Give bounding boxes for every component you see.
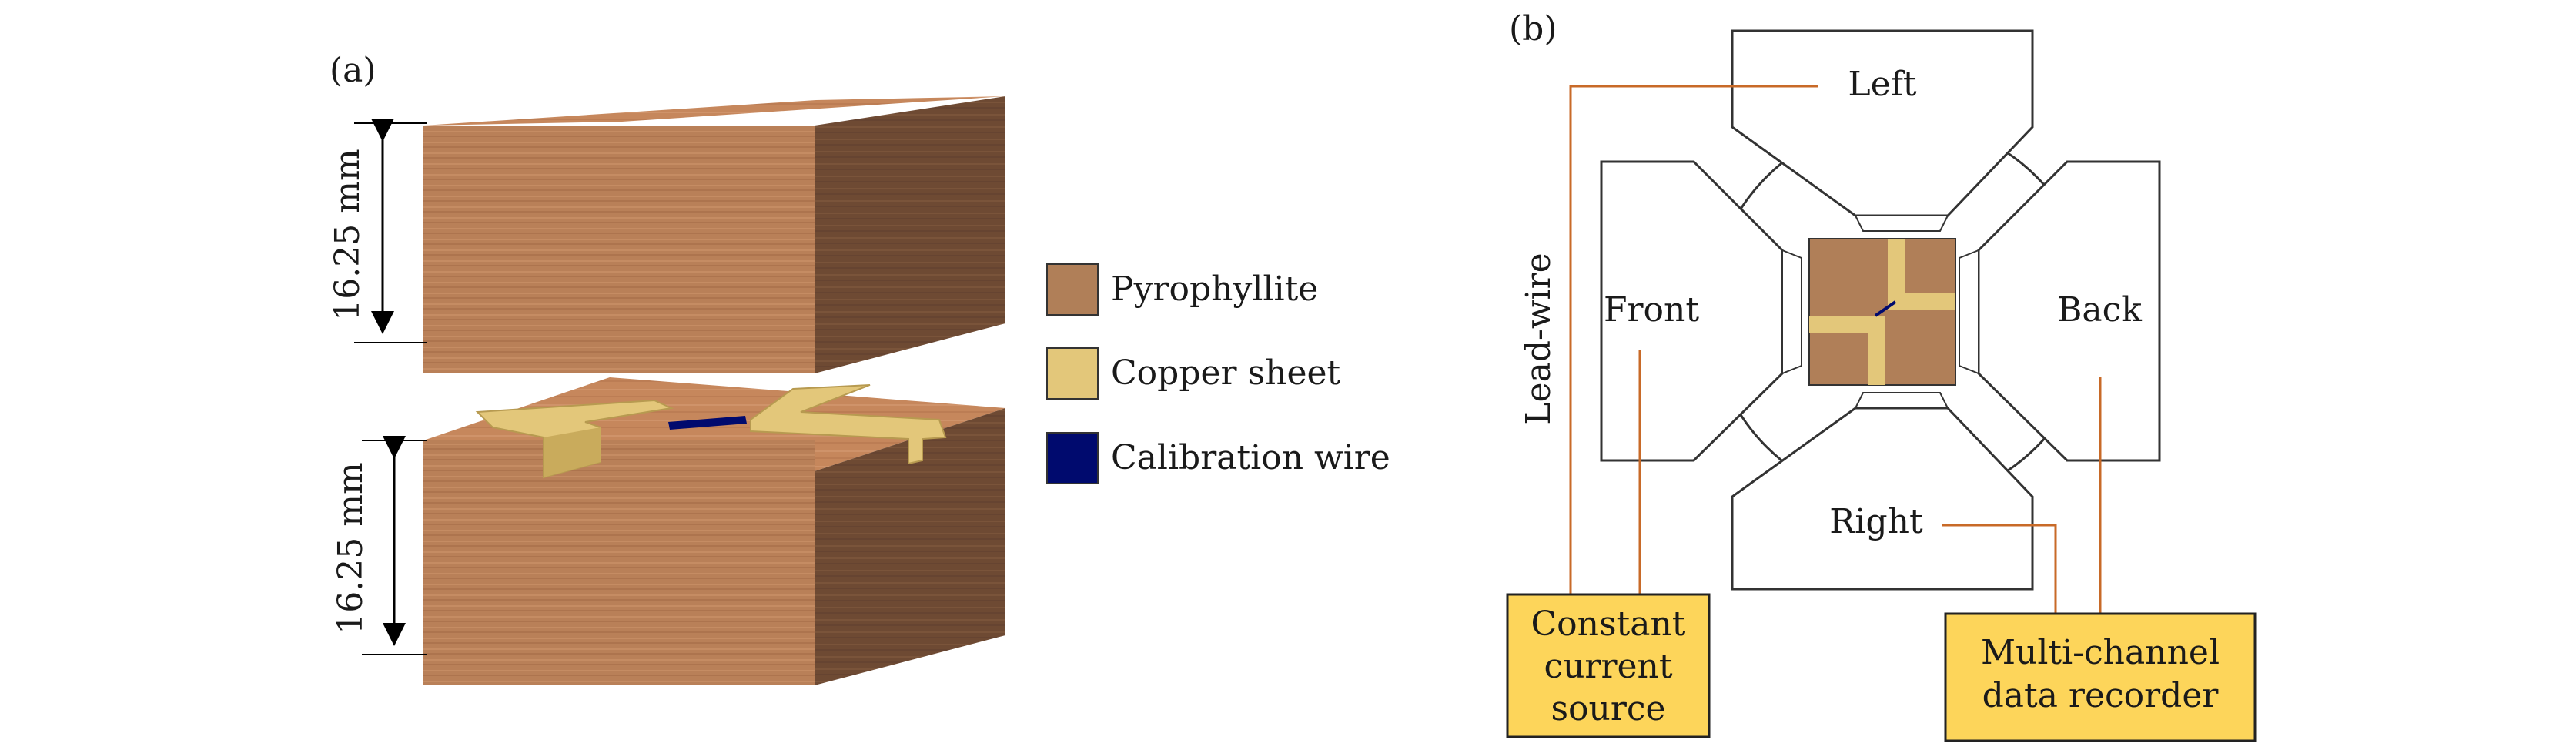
panel-b: (b) xyxy=(1506,9,2257,742)
top-block-top-face xyxy=(423,96,1005,126)
panel-b-label: (b) xyxy=(1509,9,1557,49)
bottom-dimension-label: 16.25 mm xyxy=(331,462,370,634)
legend-swatch-pyrophyllite xyxy=(1046,263,1099,316)
legend-swatch-copper xyxy=(1046,347,1099,400)
label-front: Front xyxy=(1604,290,1699,330)
data-recorder-box: Multi-channel data recorder xyxy=(1944,612,2257,742)
top-pyrophyllite-block xyxy=(423,96,1005,373)
label-right: Right xyxy=(1829,502,1923,541)
data-recorder-line-2: data recorder xyxy=(1982,676,2220,715)
panel-a-label: (a) xyxy=(330,51,376,90)
anvil-front xyxy=(1600,160,1802,462)
label-back: Back xyxy=(2057,290,2142,330)
legend-label-wire: Calibration wire xyxy=(1111,438,1390,477)
legend-label-pyrophyllite: Pyrophyllite xyxy=(1111,270,1318,309)
panel-a: (a) 16.25 mm xyxy=(328,51,1005,685)
current-source-line-1: Constant xyxy=(1531,604,1685,644)
copper-sheet-left-tab xyxy=(544,427,601,477)
anvil-back xyxy=(1959,160,2161,462)
lead-wire-right xyxy=(1942,524,2057,614)
top-block-side-face xyxy=(815,96,1005,373)
sample-copper-sheets xyxy=(1809,239,1955,385)
bottom-pyrophyllite-block xyxy=(423,377,1005,685)
lead-wire-left xyxy=(1569,85,1818,594)
dimension-top: 16.25 mm xyxy=(328,119,427,343)
lead-wires xyxy=(1569,85,2102,614)
sample-calibration-wire xyxy=(1874,300,1897,317)
data-recorder-line-1: Multi-channel xyxy=(1981,633,2220,672)
legend: Pyrophyllite Copper sheet Calibration wi… xyxy=(1046,263,1390,484)
current-source-line-2: current xyxy=(1544,647,1672,686)
legend-swatch-wire xyxy=(1046,432,1099,484)
anvil-right xyxy=(1731,392,2034,591)
bottom-block-front-face xyxy=(423,440,815,685)
top-dimension-label: 16.25 mm xyxy=(328,149,367,320)
copper-sheet-right xyxy=(750,384,947,465)
legend-label-copper: Copper sheet xyxy=(1111,353,1341,393)
label-left: Left xyxy=(1848,65,1917,104)
bottom-block-side-face xyxy=(815,408,1005,685)
current-source-line-3: source xyxy=(1551,689,1665,728)
anvil-left xyxy=(1731,29,2034,232)
lead-wire-label: Lead-wire xyxy=(1519,253,1558,424)
constant-current-source-box: Constant current source xyxy=(1506,593,1711,738)
calibration-wire xyxy=(668,416,747,430)
top-block-front-face xyxy=(423,126,815,373)
dimension-bottom: 16.25 mm xyxy=(331,436,427,655)
